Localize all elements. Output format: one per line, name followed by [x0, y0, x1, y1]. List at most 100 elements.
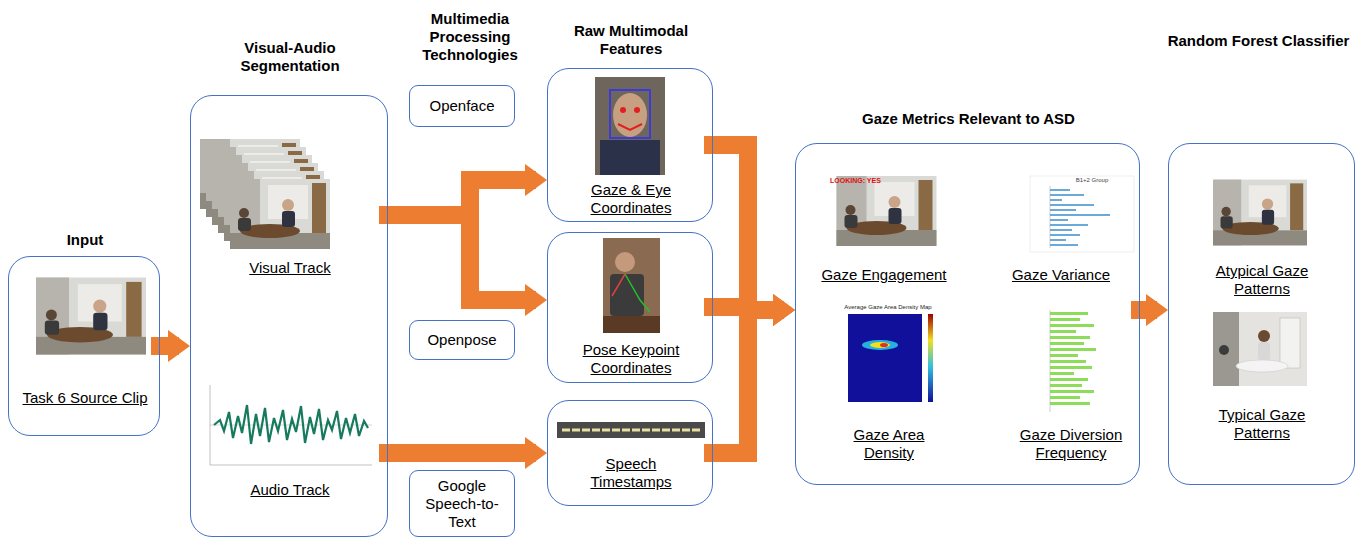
- arrow-shaft: [388, 444, 527, 462]
- bar-chart: [1030, 176, 1134, 252]
- image-caption: Speech Timestamps: [571, 455, 691, 491]
- column-heading: Multimedia Processing Technologies: [412, 10, 528, 64]
- illustration-part: [848, 314, 922, 402]
- illustration-part: [1050, 324, 1094, 327]
- tool-box: Google Speech-to-Text: [409, 470, 515, 537]
- illustration-part: [1050, 354, 1078, 357]
- illustration-part: [613, 93, 647, 137]
- illustration-part: [1258, 342, 1270, 360]
- stage-panel: Gaze Metrics Relevant to ASDGaze Engagem…: [795, 143, 1140, 485]
- illustration-part: [1213, 312, 1239, 386]
- audio-waveform: [210, 385, 372, 465]
- illustration-part: [1050, 229, 1072, 231]
- illustration-part: [1050, 312, 1088, 315]
- illustration-part: [230, 179, 330, 249]
- illustration-part: [1213, 312, 1307, 386]
- illustration-part: [1050, 219, 1068, 221]
- image-caption: Pose Keypoint Coordinates: [558, 341, 704, 377]
- figure-text: Average Gaze Area Density Map: [838, 304, 938, 311]
- video-frame: [36, 278, 146, 355]
- tool-box: Openpose: [409, 320, 515, 360]
- arrow-shaft: [388, 215, 527, 300]
- illustration-part: [1050, 342, 1084, 345]
- illustration-part: [1050, 396, 1080, 399]
- illustration-part: [1050, 366, 1092, 369]
- illustration-part: [880, 343, 888, 347]
- illustration-part: [1258, 330, 1270, 342]
- illustration-part: [600, 140, 660, 175]
- atypical-frame: [1213, 180, 1307, 246]
- column-heading: Raw Multimodal Features: [556, 22, 706, 58]
- flow-arrow: [160, 330, 190, 362]
- stage-heading: Visual-Audio Segmentation: [221, 39, 359, 75]
- tool-name: Google Speech-to-Text: [410, 477, 514, 531]
- illustration-part: [610, 90, 650, 138]
- illustration-part: [1050, 199, 1062, 201]
- flow-arrow: [713, 294, 795, 453]
- pose-image: [603, 238, 660, 333]
- stage-heading: Input: [9, 231, 161, 249]
- typical-frame: [1213, 312, 1307, 386]
- illustration-part: [1050, 189, 1070, 191]
- image-caption: Gaze Area Density: [834, 426, 944, 462]
- illustration-part: [1219, 345, 1229, 355]
- illustration-part: [612, 274, 625, 296]
- arrow-head: [773, 294, 795, 326]
- illustration-part: [210, 465, 372, 466]
- illustration-part: [603, 316, 660, 333]
- illustration-part: [562, 429, 700, 432]
- illustration-part: [1050, 204, 1094, 206]
- illustration-part: [610, 274, 644, 316]
- illustration-part: [210, 385, 211, 465]
- illustration-part: [595, 77, 665, 175]
- stage-panel: Random Forest ClassifierAtypical Gaze Pa…: [1168, 143, 1355, 485]
- tool-box: Openface: [409, 85, 515, 127]
- illustration-part: [1050, 372, 1074, 375]
- illustration-part: [625, 274, 650, 312]
- illustration-part: [1050, 384, 1082, 387]
- flow-arrow: [713, 145, 795, 326]
- image-caption: Atypical Gaze Patterns: [1197, 262, 1327, 298]
- bar-chart: [1050, 310, 1096, 412]
- illustration-part: [870, 342, 890, 348]
- figure-text: LOOKING: YES: [830, 177, 890, 185]
- illustration-part: [603, 238, 660, 333]
- stage-panel: Visual-Audio SegmentationVisual TrackAud…: [190, 95, 388, 537]
- stage-panel: InputTask 6 Source Clip: [8, 256, 160, 436]
- image-caption: Task 6 Source Clip: [19, 389, 151, 407]
- arrow-head: [773, 294, 795, 326]
- illustration-part: [1050, 244, 1078, 246]
- illustration-part: [1050, 390, 1094, 393]
- frame-stack: [200, 139, 330, 249]
- heat-map: [848, 314, 933, 402]
- illustration-part: [620, 107, 626, 113]
- arrow-shaft: [713, 145, 775, 310]
- image-caption: Gaze Diversion Frequency: [1011, 426, 1131, 462]
- image-caption: Gaze Variance: [986, 266, 1136, 284]
- tool-name: Openface: [425, 97, 498, 115]
- image-caption: Gaze Engagement: [804, 266, 964, 284]
- illustration-part: [862, 340, 898, 350]
- illustration-part: [1050, 330, 1076, 333]
- illustration-part: [1050, 336, 1090, 339]
- arrow-head: [525, 284, 547, 316]
- illustration-part: [1280, 318, 1300, 368]
- image-caption: Gaze & Eye Coordinates: [558, 181, 704, 217]
- illustration-part: [618, 124, 642, 130]
- figure-text: B1+2 Group: [1062, 177, 1122, 184]
- flow-arrow: [388, 215, 547, 316]
- stage-heading: Random Forest Classifier: [1161, 32, 1356, 50]
- flow-arrow: [1140, 294, 1168, 326]
- image-caption: Typical Gaze Patterns: [1202, 406, 1322, 442]
- illustration-part: [557, 422, 705, 438]
- illustration-part: [1050, 239, 1066, 241]
- stage-panel: Pose Keypoint Coordinates: [547, 232, 713, 383]
- illustration-part: [615, 252, 635, 272]
- arrow-head: [168, 330, 190, 362]
- stage-heading: Gaze Metrics Relevant to ASD: [796, 110, 1141, 128]
- arrow-head: [525, 437, 547, 469]
- illustration-part: [1050, 214, 1110, 216]
- illustration-part: [928, 314, 933, 402]
